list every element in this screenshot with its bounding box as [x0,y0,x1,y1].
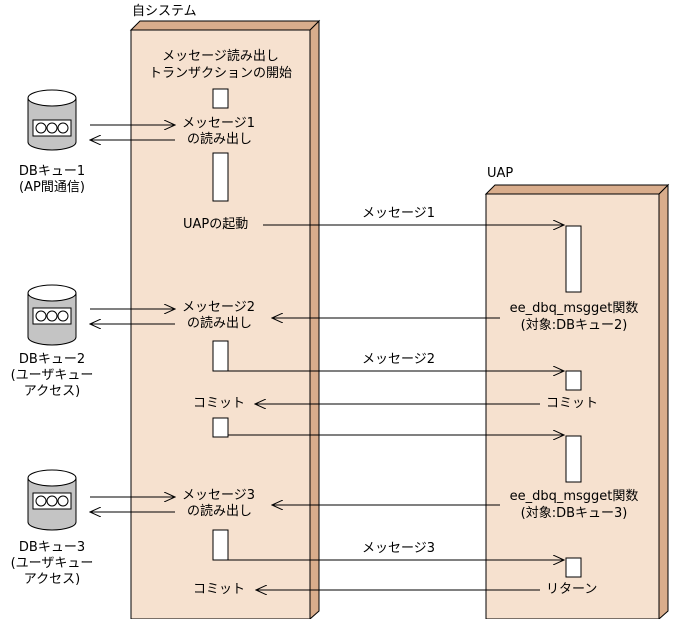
msgget-call-2-name: ee_dbq_msgget関数 [509,489,639,504]
activation-box [212,88,229,109]
db-queue-2-icon [27,284,77,346]
read1-label-2: の読み出し [187,132,253,147]
msgget-call-1-name: ee_dbq_msgget関数 [509,301,639,316]
read2-label-1: メッセージ2 [182,300,256,315]
queue-2-name: DBキュー2 [18,352,86,367]
uap-commit-label: コミット [546,396,599,411]
activation-box [565,225,582,293]
message-2-label: メッセージ2 [362,352,436,367]
read1-label-1: メッセージ1 [182,116,256,131]
own-system-panel-side [309,19,320,621]
message-1-label: メッセージ1 [362,206,436,221]
activation-box [212,152,229,202]
queue-3-name: DBキュー3 [18,540,86,555]
queue-2-type-2: アクセス) [23,384,81,399]
activation-box [565,370,582,391]
message-3-label: メッセージ3 [362,541,436,556]
db-queue-1-icon [27,89,77,151]
own-system-panel-top [129,20,321,31]
start-tx-label-2: トランザクションの開始 [148,66,292,81]
uap-panel-top [484,184,670,195]
queue-1-type: (AP間通信) [19,180,85,195]
activation-box [212,417,229,438]
uap-panel-side [658,183,669,621]
commit-label-1: コミット [193,396,246,411]
read2-label-2: の読み出し [187,316,253,331]
read3-label-2: の読み出し [187,504,253,519]
commit-label-2: コミット [193,582,246,597]
uap-title: UAP [487,166,514,181]
queue-1-name: DBキュー1 [18,164,86,179]
own-system-title: 自システム [132,4,197,19]
queue-3-type-1: (ユーザキュー [10,556,94,571]
activation-box [212,340,229,372]
activation-box [565,557,582,578]
activation-box [212,529,229,561]
db-queue-3-icon [27,469,77,531]
return-label: リターン [546,582,598,597]
start-tx-label-1: メッセージ読み出し [162,49,279,64]
msgget-call-1-target: (対象:DBキュー2) [520,318,628,333]
queue-3-type-2: アクセス) [23,572,81,587]
uap-start-label: UAPの起動 [183,217,249,232]
read3-label-1: メッセージ3 [182,488,256,503]
queue-2-type-1: (ユーザキュー [10,368,94,383]
msgget-call-2-target: (対象:DBキュー3) [520,506,628,521]
activation-box [565,435,582,483]
